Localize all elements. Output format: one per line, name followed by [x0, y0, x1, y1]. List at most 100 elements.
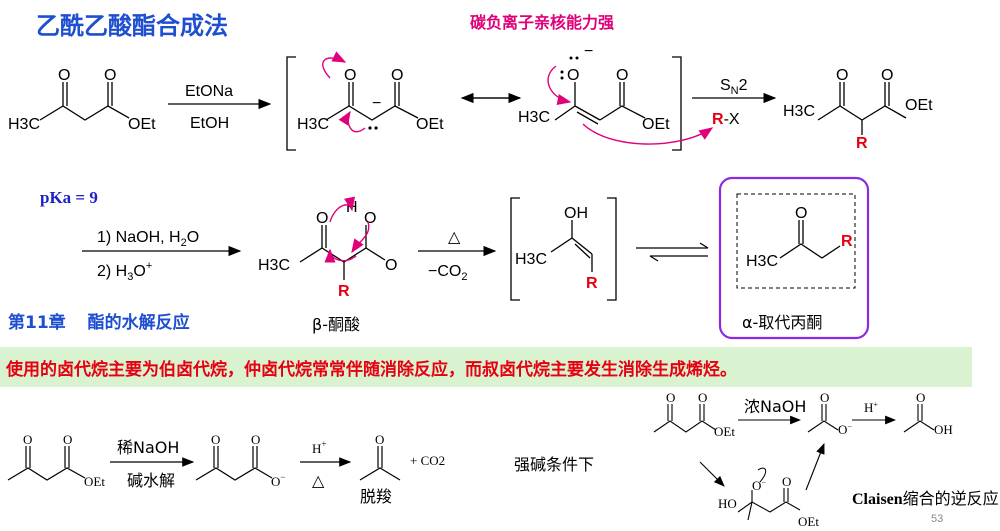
- tetrahedral-intermediate: [737, 488, 801, 521]
- product-ester-oxygen: O: [881, 67, 893, 84]
- ester-oxygen: O: [104, 67, 116, 84]
- retro-keto-oxygen: O: [666, 390, 675, 405]
- enol-r-group: R: [586, 275, 598, 292]
- bracket-left: [286, 56, 296, 151]
- retro-ester-oxygen: O: [698, 390, 707, 405]
- equilibrium-arrow: [649, 255, 659, 262]
- acetone-r-group: R: [841, 233, 853, 250]
- product-ethoxy: OEt: [905, 97, 933, 114]
- carboxylate-anion: O−: [271, 472, 285, 489]
- heat-symbol-2: △: [312, 473, 325, 490]
- enolate-methyl: H3C: [518, 109, 550, 126]
- equilibrium-arrow: [699, 242, 709, 249]
- enol-hydroxyl: OH: [564, 205, 588, 222]
- acetic-oxygen: O: [916, 390, 925, 405]
- highlight-band: [0, 347, 972, 387]
- ethyl-acetoacetate: [39, 82, 130, 121]
- chapter-note: 第11章酯的水解反应: [8, 308, 190, 333]
- electron-push-arrow: [338, 110, 366, 133]
- acid-catalyst: H+: [312, 439, 326, 456]
- carbanion-keto-oxygen: O: [344, 67, 356, 84]
- co2-byproduct: + CO2: [410, 453, 445, 468]
- retro-claisen-substrate: [653, 404, 717, 433]
- pka-label: pKa = 9: [40, 188, 98, 207]
- co2-loss: −CO2: [428, 263, 467, 283]
- lone-pair-dot: [368, 126, 372, 130]
- substrate-ester-oxygen: O: [63, 432, 72, 447]
- acetate-anion: O−: [838, 422, 852, 437]
- electron-push-arrow: [322, 51, 347, 79]
- beta-keto-acid-label: β-酮酸: [312, 315, 360, 334]
- electron-push-arrow: [351, 221, 370, 254]
- alkylation-arrow: [582, 123, 714, 145]
- electron-push-arrow: [547, 65, 572, 106]
- carbanion-ester-oxygen: O: [391, 67, 403, 84]
- carboxylate-keto-oxygen: O: [211, 432, 220, 447]
- intermediate-oxide: O−: [752, 478, 766, 493]
- dilute-naoh: 稀NaOH: [117, 438, 179, 457]
- chapter-topic: 酯的水解反应: [87, 313, 190, 333]
- enol: [550, 220, 593, 272]
- ethoxy-group: OEt: [128, 116, 156, 133]
- page-title: 乙酰乙酸酯合成法: [36, 12, 228, 40]
- addition-arrow: [699, 461, 725, 487]
- acid-oxygen: O: [364, 210, 376, 227]
- base-hydrolysis-label: 碱水解: [127, 471, 175, 490]
- acetic-hydroxyl: OH: [934, 422, 953, 437]
- intermediate-ester-oxygen: O: [782, 474, 791, 489]
- highlight-text: 使用的卤代烷主要为伯卤代烷，仲卤代烷常常伴随消除反应，而叔卤代烷主要发生消除生成…: [6, 360, 737, 380]
- base-reagent: EtONa: [185, 83, 233, 100]
- product-dashed-box: [736, 193, 856, 289]
- acetone-methyl: H3C: [746, 253, 778, 270]
- solvent-reagent: EtOH: [190, 115, 229, 132]
- electron-push-arrow: [324, 248, 357, 263]
- intermediate-curly-arrow: [757, 467, 767, 483]
- cleavage-arrow: [805, 442, 825, 491]
- keto-oxygen: O: [58, 67, 70, 84]
- beta-keto-acid: [299, 225, 386, 280]
- acetate: [807, 404, 839, 433]
- product-r-group: R: [856, 135, 868, 152]
- sn2-label: SN2: [720, 77, 748, 97]
- product-label: α-取代丙酮: [742, 313, 822, 332]
- alkyl-halide: R-X: [712, 111, 740, 128]
- heat-symbol: △: [448, 229, 461, 246]
- alkylated-ester: [817, 82, 907, 135]
- carbanion-note: 碳负离子亲核能力强: [470, 13, 615, 32]
- enolate: [554, 82, 646, 125]
- intermediate-hydroxyl: HO: [718, 496, 737, 511]
- carbanion: [325, 82, 419, 121]
- carbanion-methyl: H3C: [297, 116, 329, 133]
- alpha-substituted-acetone: [779, 220, 841, 259]
- enol-bracket-right: [607, 197, 617, 301]
- lone-pair-dot: [569, 56, 573, 60]
- product-methyl: H3C: [783, 103, 815, 120]
- acid-keto-oxygen: O: [316, 210, 328, 227]
- acetone-product-oxygen: O: [375, 432, 384, 447]
- lone-pair-dot: [560, 70, 564, 74]
- conc-naoh: 浓NaOH: [744, 397, 806, 416]
- lone-pair-dot: [560, 76, 564, 80]
- electron-push-arrow: [329, 196, 355, 223]
- product-keto-oxygen: O: [836, 67, 848, 84]
- carboxylate: [195, 446, 273, 481]
- decarboxylation-label: 脱羧: [360, 487, 392, 506]
- protonation-acid: H+: [864, 400, 878, 415]
- hydrolysis-step-1: 1) NaOH, H2O: [97, 229, 199, 249]
- acid-r-group: R: [338, 283, 350, 300]
- intermediate-ethoxy: OEt: [798, 514, 819, 529]
- substrate-ethoxy: OEt: [84, 474, 105, 489]
- acetic-acid: [903, 404, 935, 433]
- acetone: [359, 446, 401, 481]
- page-number: 53: [931, 513, 944, 525]
- lone-pair-dot: [374, 126, 378, 130]
- acid-methyl: H3C: [258, 257, 290, 274]
- acid-carbonyl-oxygen: O: [385, 257, 397, 274]
- strong-base-condition: 强碱条件下: [514, 455, 594, 474]
- enol-methyl: H3C: [515, 251, 547, 268]
- bracket-right: [672, 56, 682, 151]
- ester-hydrolysis-substrate: [7, 446, 86, 481]
- carbanion-ethoxy: OEt: [416, 116, 444, 133]
- enolate-ester-oxygen: O: [616, 67, 628, 84]
